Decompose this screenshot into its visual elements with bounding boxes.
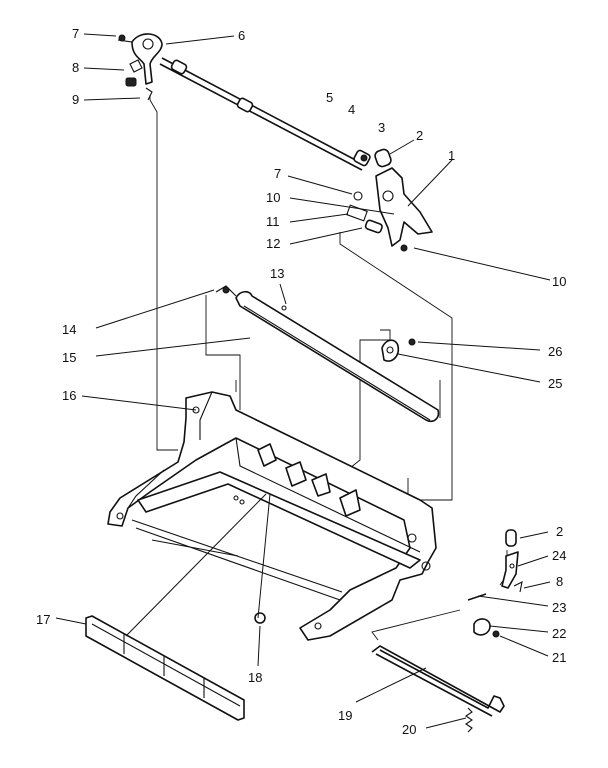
callout-18: 18 bbox=[248, 670, 262, 685]
callout-11: 11 bbox=[266, 214, 280, 229]
callout-14: 14 bbox=[62, 322, 76, 337]
callout-12: 12 bbox=[266, 236, 280, 251]
callout-24: 24 bbox=[552, 548, 566, 563]
callout-labels: 7 6 8 9 5 4 3 2 1 7 10 11 12 10 13 14 15… bbox=[36, 26, 566, 737]
callout-10-right: 10 bbox=[552, 274, 566, 289]
leader-lines bbox=[55, 33, 551, 729]
callout-4: 4 bbox=[348, 102, 355, 117]
callout-22: 22 bbox=[552, 626, 566, 641]
callout-26: 26 bbox=[548, 344, 562, 359]
nut-18 bbox=[254, 612, 266, 624]
bottom-rod-assembly bbox=[371, 645, 505, 733]
callout-8-top: 8 bbox=[72, 60, 79, 75]
callout-9: 9 bbox=[72, 92, 79, 107]
callout-2-bottom: 2 bbox=[556, 524, 563, 539]
main-frame bbox=[107, 391, 437, 641]
callout-20: 20 bbox=[402, 722, 416, 737]
shaft-assembly-top bbox=[117, 33, 371, 171]
callout-16: 16 bbox=[62, 388, 76, 403]
lever-assembly-25-26 bbox=[381, 338, 416, 362]
paper-guide bbox=[85, 615, 245, 721]
roller-assembly bbox=[215, 285, 440, 423]
callout-7-mid: 7 bbox=[274, 166, 281, 181]
bracket-assembly-right bbox=[346, 148, 433, 252]
callout-8-bottom: 8 bbox=[556, 574, 563, 589]
callout-25: 25 bbox=[548, 376, 562, 391]
side-lever-assembly bbox=[467, 529, 523, 638]
callout-10-left: 10 bbox=[266, 190, 280, 205]
callout-6: 6 bbox=[238, 28, 245, 43]
callout-15: 15 bbox=[62, 350, 76, 365]
callout-5: 5 bbox=[326, 90, 333, 105]
callout-13: 13 bbox=[270, 266, 284, 281]
callout-19: 19 bbox=[338, 708, 352, 723]
callout-17: 17 bbox=[36, 612, 50, 627]
callout-3: 3 bbox=[378, 120, 385, 135]
callout-2-top: 2 bbox=[416, 128, 423, 143]
callout-23: 23 bbox=[552, 600, 566, 615]
callout-7-top: 7 bbox=[72, 26, 79, 41]
callout-1: 1 bbox=[448, 148, 455, 163]
callout-21: 21 bbox=[552, 650, 566, 665]
assembly-guide-lines bbox=[149, 95, 508, 641]
